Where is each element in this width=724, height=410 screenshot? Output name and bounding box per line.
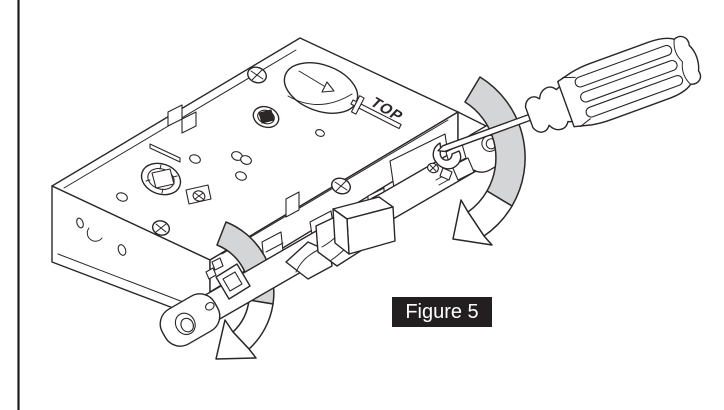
- deadbolt: [333, 197, 395, 254]
- figure-caption: Figure 5: [392, 297, 492, 327]
- rotation-arrow-upper-head: [453, 200, 492, 245]
- screwdriver-handle-flute: [579, 59, 678, 103]
- indicator-pin: [348, 94, 404, 135]
- case-screw: [151, 219, 172, 238]
- case-screw: [330, 176, 353, 197]
- case-slot: [150, 144, 180, 162]
- screwdriver-handle-flute: [585, 74, 684, 118]
- screwdriver-shaft: [437, 113, 535, 154]
- rotation-arrow-lower-head: [216, 320, 256, 359]
- case-edge-tab: [168, 105, 196, 133]
- case-screw: [246, 65, 269, 86]
- case-vent-holes: [115, 128, 325, 202]
- lock-case: TOP: [52, 38, 486, 322]
- retainer-plate: [186, 185, 211, 204]
- screwdriver-handle-flute: [574, 44, 673, 88]
- spindle-hub-small: [250, 103, 281, 131]
- cylinder-hole: [277, 53, 364, 122]
- auxiliary-latch: [206, 258, 250, 299]
- rotation-arrow-upper-head-group: [453, 191, 512, 245]
- screwdriver: [428, 28, 707, 178]
- spindle-hub-large: [137, 158, 185, 200]
- case-mounting-holes: [75, 217, 127, 256]
- faceplate-small-hole: [204, 301, 215, 312]
- cylinder-direction-arrow: [299, 71, 334, 92]
